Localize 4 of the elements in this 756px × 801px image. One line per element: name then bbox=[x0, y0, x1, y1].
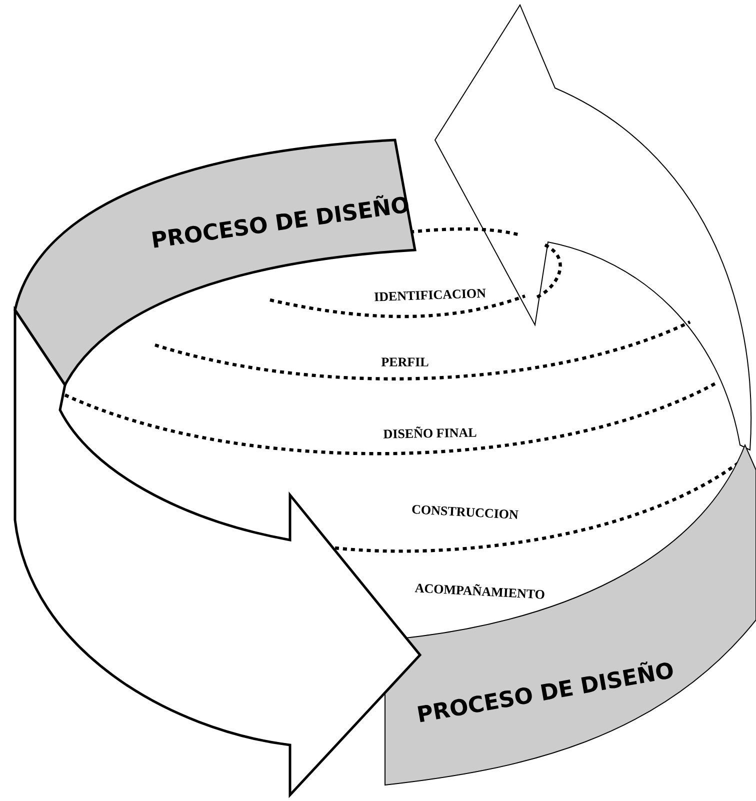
arrow bbox=[434, 4, 752, 450]
stage-label: ACOMPAÑAMIENTO bbox=[414, 584, 544, 599]
stage-label: CONSTRUCCION bbox=[412, 505, 518, 519]
arrow bbox=[14, 308, 422, 796]
